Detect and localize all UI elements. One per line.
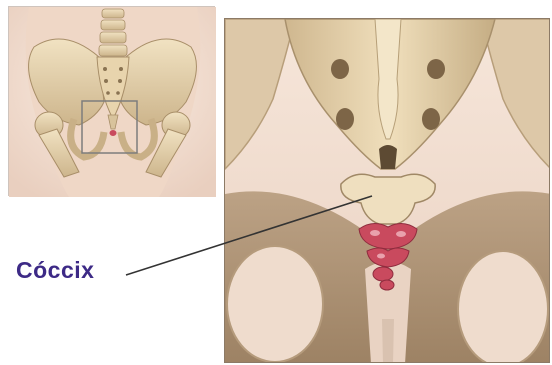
pelvis-overview-drawing bbox=[9, 7, 216, 197]
coccyx-label: Cóccix bbox=[16, 257, 94, 284]
pelvis-overview-illustration bbox=[8, 6, 215, 196]
coccyx-detail-illustration bbox=[224, 18, 550, 363]
coccyx-detail-drawing bbox=[225, 19, 550, 363]
